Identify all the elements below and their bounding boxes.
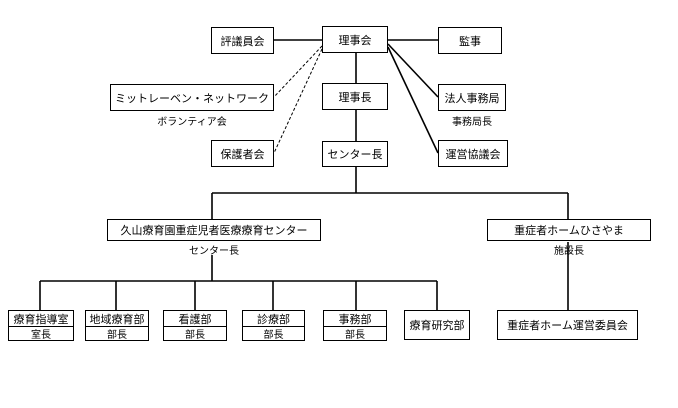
nursing-head-box: 部長 <box>163 327 227 341</box>
medical-head-label: 部長 <box>263 330 284 341</box>
research-box: 療育研究部 <box>404 310 470 340</box>
parents-dashed-link <box>273 48 323 154</box>
home-box: 重症者ホームひさやま <box>487 219 651 241</box>
auditor-box: 監事 <box>438 27 502 54</box>
corp-office-caption: 事務局長 <box>452 117 492 128</box>
admin-head-label: 部長 <box>345 330 365 341</box>
medical-box: 診療部 <box>242 310 305 327</box>
nursing-head-label: 部長 <box>185 330 205 341</box>
parents-label: 保護者会 <box>220 147 265 161</box>
board-box: 理事会 <box>322 26 388 53</box>
chairman-box: 理事長 <box>322 83 388 110</box>
admin-label: 事務部 <box>338 312 372 326</box>
guidance-label: 療育指導室 <box>13 312 69 326</box>
mitte-box: ミットレーベン・ネットワーク <box>110 84 274 111</box>
home-committee-label: 重症者ホーム運営委員会 <box>507 319 628 332</box>
board-label: 理事会 <box>338 33 372 47</box>
mitte-caption: ボランティア会 <box>157 117 227 128</box>
ops-council-box: 運営協議会 <box>438 140 508 167</box>
kuyama-caption: センター長 <box>189 246 239 257</box>
community-label: 地域療育部 <box>89 312 145 326</box>
community-box: 地域療育部 <box>85 310 149 327</box>
home-committee-box: 重症者ホーム運営委員会 <box>497 310 638 340</box>
nursing-label: 看護部 <box>178 312 212 326</box>
home-caption: 施設長 <box>554 246 584 257</box>
parents-box: 保護者会 <box>211 140 274 167</box>
mitte-label: ミットレーベン・ネットワーク <box>115 91 269 105</box>
council-label: 評議員会 <box>220 34 265 48</box>
ops-council-label: 運営協議会 <box>445 147 501 161</box>
corp-office-label: 法人事務局 <box>444 91 500 105</box>
director-label: センター長 <box>327 148 383 161</box>
community-head-box: 部長 <box>85 327 149 341</box>
council-box: 評議員会 <box>211 27 274 54</box>
home-label: 重症者ホームひさやま <box>514 224 624 237</box>
nursing-box: 看護部 <box>163 310 227 327</box>
kuyama-box: 久山療育園重症児者医療療育センター <box>107 219 321 241</box>
community-head-label: 部長 <box>107 330 127 341</box>
auditor-label: 監事 <box>459 34 481 48</box>
medical-head-box: 部長 <box>242 327 305 341</box>
mitte-dashed-link <box>273 45 323 98</box>
guidance-head-box: 室長 <box>8 327 74 341</box>
ops-council-link <box>387 46 439 154</box>
kuyama-label: 久山療育園重症児者医療療育センター <box>120 224 308 237</box>
corp-office-box: 法人事務局 <box>438 84 506 111</box>
director-box: センター長 <box>322 141 388 167</box>
guidance-box: 療育指導室 <box>8 310 74 327</box>
research-label: 療育研究部 <box>409 319 465 332</box>
admin-box: 事務部 <box>323 310 387 327</box>
corp-office-link <box>387 43 439 98</box>
guidance-head-label: 室長 <box>31 330 51 341</box>
medical-label: 診療部 <box>257 312 290 326</box>
chairman-label: 理事長 <box>338 90 372 104</box>
admin-head-box: 部長 <box>323 327 387 341</box>
